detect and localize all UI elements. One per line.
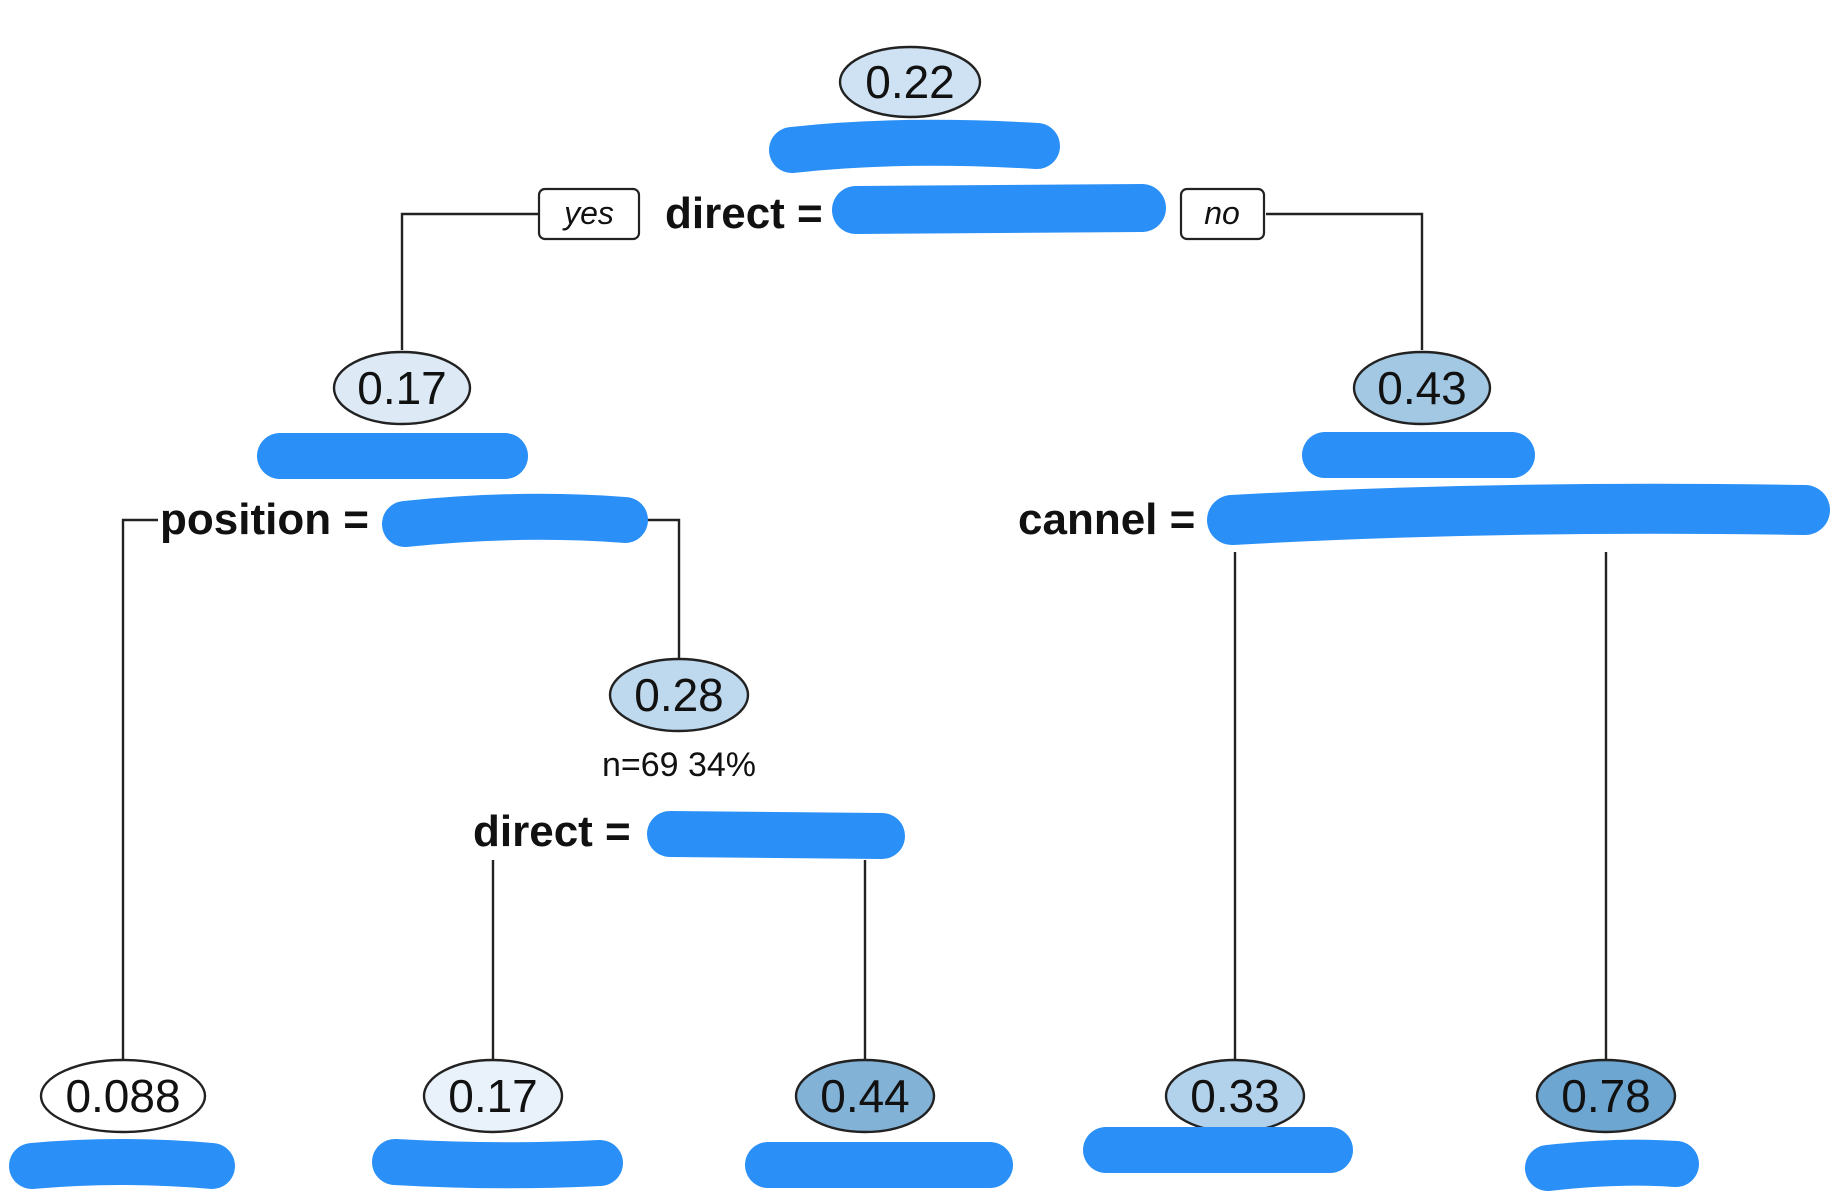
leaf-2-value: 0.17: [448, 1070, 538, 1122]
redaction-root-info: [769, 119, 1060, 173]
leaf-3: 0.44: [794, 1058, 936, 1134]
redaction-marks: [9, 119, 1830, 1191]
leaf-3-ellipse: [794, 1058, 936, 1134]
branch-label-no: no: [1179, 187, 1266, 241]
node-n5-value: 0.28: [634, 669, 724, 721]
leaf-1: 0.088: [39, 1058, 207, 1134]
redaction-leaf2-info: [372, 1139, 623, 1189]
leaf-5-value: 0.78: [1561, 1070, 1651, 1122]
node-root-ellipse: [838, 45, 982, 119]
leaf-1-value: 0.088: [65, 1070, 180, 1122]
node-n5-info: n=69 34%: [602, 746, 756, 784]
split-label-n5: direct =: [473, 807, 631, 856]
node-root: 0.22: [838, 45, 982, 119]
node-n3-ellipse: [1352, 350, 1492, 426]
leaf-2-ellipse: [422, 1058, 564, 1134]
redaction-leaf1-info: [9, 1139, 235, 1189]
split-label-n3: cannel =: [1018, 495, 1195, 544]
leaf-1-ellipse: [39, 1058, 207, 1134]
node-n3: 0.43: [1352, 350, 1492, 426]
edge-n2-right: [640, 518, 681, 660]
branch-label-yes: yes: [537, 187, 641, 241]
node-n5: 0.28 n=69 34%: [602, 657, 756, 784]
leaf-4-value: 0.33: [1190, 1070, 1280, 1122]
leaf-2: 0.17: [422, 1058, 564, 1134]
tree-edges: [121, 212, 1608, 1062]
redaction-n3-split: [1207, 483, 1830, 545]
node-root-value: 0.22: [865, 56, 955, 108]
leaf-5: 0.78: [1535, 1058, 1677, 1134]
edge-root-left: [400, 212, 540, 350]
node-n2: 0.17: [332, 350, 472, 426]
node-n2-value: 0.17: [357, 362, 447, 414]
leaf-5-ellipse: [1535, 1058, 1677, 1134]
leaf-4: 0.33: [1164, 1058, 1306, 1134]
node-n3-value: 0.43: [1377, 362, 1467, 414]
leaf-3-value: 0.44: [820, 1070, 910, 1122]
edge-root-right: [1266, 212, 1424, 350]
split-label-n2: position =: [160, 495, 369, 544]
branch-label-yes-text: yes: [562, 195, 614, 231]
redaction-root-split: [832, 184, 1166, 234]
split-label-root: direct =: [665, 189, 823, 238]
redaction-n5-split: [647, 811, 905, 859]
branch-label-no-text: no: [1204, 195, 1240, 231]
redaction-leaf5-info: [1525, 1139, 1699, 1191]
redaction-n2-split: [382, 493, 648, 547]
node-n2-ellipse: [332, 350, 472, 426]
edge-n2-left: [121, 518, 158, 1062]
node-n5-ellipse: [608, 657, 750, 733]
